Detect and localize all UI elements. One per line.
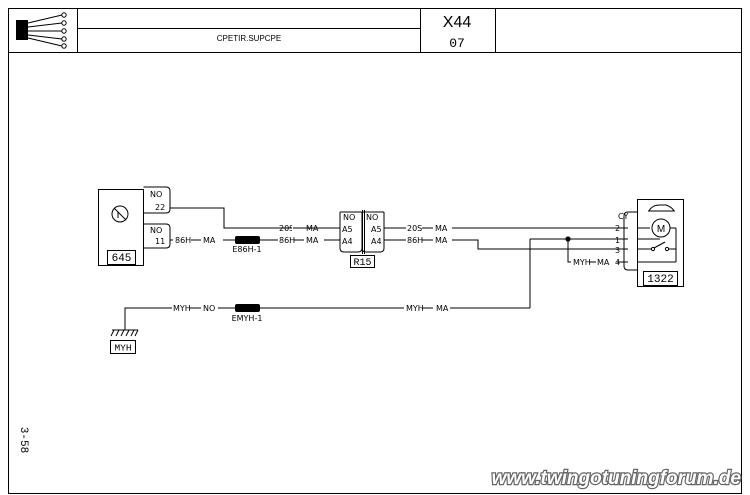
c1322-pin-4: 4	[615, 258, 620, 267]
wire-myh-pin4-color: MA	[597, 258, 610, 267]
wire-20s-left-label: 20S	[279, 224, 294, 233]
wire-86h-right: 86H MA	[384, 234, 628, 250]
component-1322-label: 1322	[647, 274, 673, 286]
wire-20s-left: 20S MA	[170, 207, 340, 233]
wire-20s-right-label: 20S	[407, 224, 422, 233]
sheet-number: 07	[449, 36, 465, 51]
r15-right-pin-a4: A4	[371, 237, 382, 246]
wire-86h-right-color: MA	[435, 236, 448, 245]
diagram-title: CPETIR.SUPCPE	[217, 34, 281, 43]
wire-myh-gnd-label: MYH	[173, 304, 191, 313]
c1322-pin-2: 2	[615, 224, 620, 233]
pin22-number: 22	[155, 203, 165, 212]
ground-symbol-icon	[110, 329, 139, 337]
vehicle-code: X44	[443, 14, 472, 31]
car-icon	[648, 204, 675, 212]
pin22-color: NO	[150, 190, 162, 199]
splice-emyh: EMYH-1	[232, 304, 263, 323]
switch-icon	[650, 241, 676, 252]
r15-left-pin-a5: A5	[342, 225, 353, 234]
splice-emyh-label: EMYH-1	[232, 314, 263, 323]
r15-label: R15	[353, 258, 371, 269]
c1322-color: CY	[618, 212, 628, 221]
splice-e86h: E86H-1	[232, 236, 262, 254]
r15-left-color: NO	[343, 213, 355, 222]
svg-text:www.twingotuningforum.de: www.twingotuningforum.de	[492, 468, 742, 489]
wire-20s-right: 20S MA	[384, 222, 628, 233]
r15-right-pin-a5: A5	[371, 225, 382, 234]
svg-text:M: M	[657, 224, 665, 235]
title-block: CPETIR.SUPCPE X44 07	[8, 8, 742, 53]
r15-right-color: NO	[366, 213, 378, 222]
sensor-symbol-icon	[111, 205, 129, 223]
wire-myh-ground: MYH NO MYH MA	[124, 302, 530, 330]
component-1322: 1322 CY 2 1 3 4 M	[615, 199, 684, 287]
wire-myh-mid-color: MA	[436, 304, 449, 313]
splice-e86h-label: E86H-1	[232, 245, 261, 254]
pin11-number: 11	[155, 237, 165, 246]
connector-logo-icon	[16, 12, 67, 49]
c1322-pin-1: 1	[615, 236, 620, 245]
wire-myh-gnd-color: NO	[203, 304, 215, 313]
svg-text:www.twingotuningforum.de: www.twingotuningforum.de	[492, 468, 742, 489]
wire-myh-pin4: MYH MA	[529, 236, 628, 308]
r15-left-pin-a4: A4	[342, 237, 353, 246]
wire-86h-right-label: 86H	[407, 236, 423, 245]
wire-20s-right-color: MA	[435, 224, 448, 233]
wire-myh-pin4-label: MYH	[573, 258, 591, 267]
c1322-pin-3: 3	[615, 246, 620, 255]
motor-icon: M	[651, 218, 677, 262]
ground-label: MYH	[114, 343, 131, 354]
watermark: www.twingotuningforum.de www.twingotunin…	[490, 467, 742, 490]
junction-dot	[565, 236, 571, 242]
wire-86h-a-color: MA	[203, 236, 216, 245]
wire-myh-mid-label: MYH	[406, 304, 424, 313]
wire-20s-left-color: MA	[306, 224, 319, 233]
page-reference: 3-58	[17, 427, 29, 453]
connector-r15: NO NO A5 A4 A5 A4 R15	[339, 210, 385, 269]
component-645: 645 NO 22 NO 11	[98, 186, 171, 266]
pin11-color: NO	[150, 226, 162, 235]
wire-86h-b-label: 86H	[279, 236, 295, 245]
component-645-label: 645	[112, 253, 132, 265]
wire-86h-a-label: 86H	[175, 236, 191, 245]
wire-86h-b-color: MA	[306, 236, 319, 245]
